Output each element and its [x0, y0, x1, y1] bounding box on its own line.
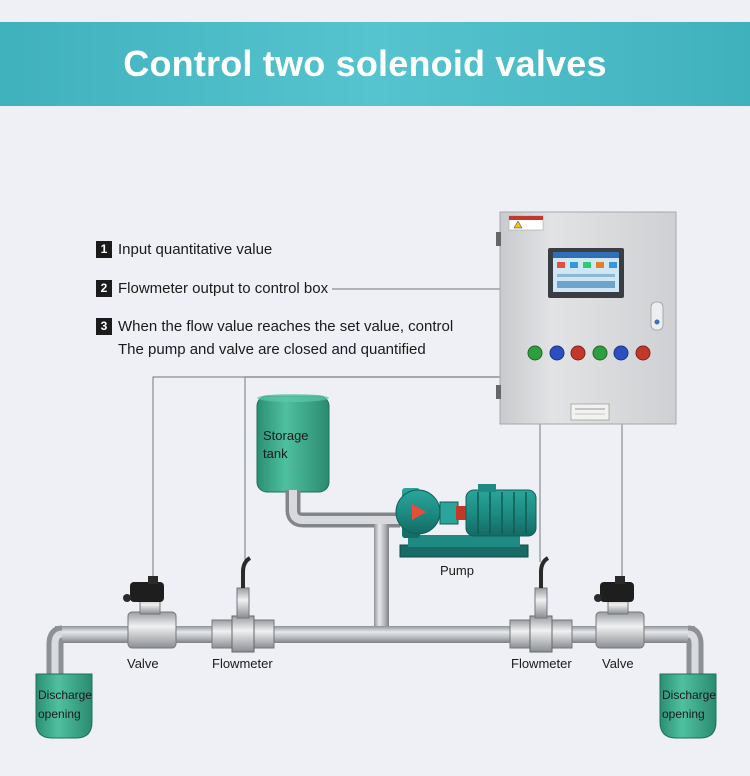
cabinet-hinge-bottom	[496, 385, 501, 399]
solenoid-valve-right	[594, 576, 645, 649]
mode-button-1	[549, 345, 565, 361]
riser-pipe	[374, 524, 389, 628]
control-box	[496, 211, 677, 425]
cabinet-hinge-top	[496, 232, 501, 246]
nameplate	[570, 403, 610, 421]
door-handle	[650, 301, 664, 331]
solenoid-valve-left	[123, 576, 177, 649]
pump-motor	[465, 489, 537, 537]
stop-button-2	[635, 345, 651, 361]
step-2-number: 2	[96, 280, 112, 297]
stop-button-1	[570, 345, 586, 361]
discharge-left-label-line1: Discharge	[38, 688, 93, 702]
step-1-text: Input quantitative value	[118, 241, 273, 258]
discharge-container-left	[35, 673, 93, 739]
mode-button-2	[613, 345, 629, 361]
storage-tank-label-line1: Storage	[263, 428, 309, 443]
warning-icon	[513, 220, 523, 229]
step-3-text: When the flow value reaches the set valu…	[118, 318, 454, 335]
flowmeter-left	[211, 556, 275, 653]
valve-coil	[130, 582, 164, 602]
warning-label-stripe	[509, 216, 543, 220]
step-2: 2 Flowmeter output to control box	[96, 278, 328, 300]
cabinet-buttons	[527, 345, 651, 361]
valve-coil	[600, 582, 634, 602]
step-3: 3 When the flow value reaches the set val…	[96, 316, 453, 338]
screen-title-bar	[553, 252, 619, 258]
start-button-2	[592, 345, 608, 361]
storage-tank-label-line2: tank	[263, 446, 288, 461]
flowmeter-left-label: Flowmeter	[212, 656, 273, 671]
discharge-container-right	[659, 673, 717, 739]
step-3-text-line2: The pump and valve are closed and quanti…	[118, 341, 426, 358]
page-title: Control two solenoid valves	[123, 43, 607, 84]
pump-coupling	[456, 506, 466, 520]
signal-wires	[152, 288, 623, 582]
pump-label: Pump	[440, 563, 474, 578]
lock-icon	[654, 319, 660, 325]
start-button-1	[527, 345, 543, 361]
step-3-number: 3	[96, 318, 112, 335]
motor-terminal-box	[478, 484, 496, 492]
flowmeter-right-label: Flowmeter	[511, 656, 572, 671]
step-1: 1 Input quantitative value	[96, 239, 272, 261]
step-1-number: 1	[96, 241, 112, 258]
title-banner: Control two solenoid valves	[0, 22, 750, 106]
pump-impeller	[412, 504, 426, 520]
step-2-text: Flowmeter output to control box	[118, 280, 329, 297]
wire-flowmeter-left	[244, 376, 502, 560]
valve-right-label: Valve	[602, 656, 634, 671]
discharge-right-label-line1: Discharge	[662, 688, 717, 702]
valve-left-label: Valve	[127, 656, 159, 671]
screen-widgets	[557, 262, 617, 288]
discharge-right-label-line2: opening	[662, 707, 705, 721]
flowmeter-right	[509, 556, 573, 653]
storage-tank	[256, 394, 330, 493]
discharge-left-label-line2: opening	[38, 707, 81, 721]
cabinet-body	[499, 211, 677, 425]
pump	[395, 484, 537, 558]
